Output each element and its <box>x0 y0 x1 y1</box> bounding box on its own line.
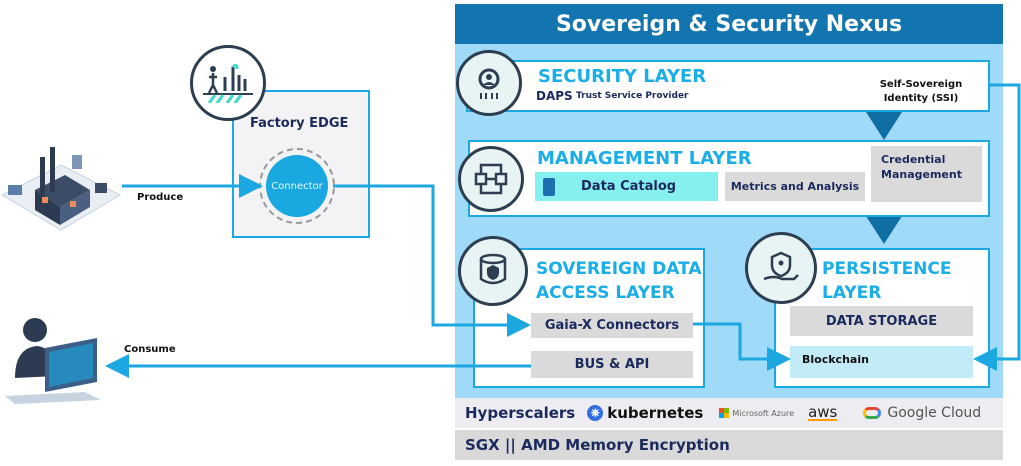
nexus-title: Sovereign & Security Nexus <box>455 4 1003 44</box>
azure-logo-icon <box>719 408 730 418</box>
persistence-title-line1: PERSISTENCE <box>822 259 952 279</box>
produce-label: Produce <box>137 192 184 203</box>
blockchain[interactable]: Blockchain <box>790 346 973 378</box>
data-catalog-label: Data Catalog <box>581 179 677 194</box>
consumer-illustration <box>5 318 101 404</box>
security-layer-title: SECURITY LAYER <box>538 66 707 87</box>
gaia-x-connectors[interactable]: Gaia-X Connectors <box>531 313 693 338</box>
management-icon <box>458 146 524 212</box>
connector-button[interactable]: Connector <box>266 155 328 217</box>
azure-label: Microsoft Azure <box>732 408 795 418</box>
management-layer-title: MANAGEMENT LAYER <box>537 148 752 169</box>
data-access-icon <box>458 236 528 306</box>
arrow-down-icon <box>866 216 902 244</box>
google-cloud-logo-icon <box>863 407 882 419</box>
bus-api[interactable]: BUS & API <box>531 351 693 378</box>
google-cloud-label: Google Cloud <box>887 405 982 421</box>
data-storage[interactable]: DATA STORAGE <box>790 306 973 336</box>
sovereign-title-line1: SOVEREIGN DATA <box>536 259 702 279</box>
arrow-down-icon <box>866 112 902 140</box>
consume-label: Consume <box>124 344 176 355</box>
factory-edge-title: Factory EDGE <box>250 116 349 131</box>
credential-management[interactable]: Credential Management <box>871 146 982 202</box>
tsp-label: Trust Service Provider <box>576 91 689 101</box>
ssi-label: Self-Sovereign Identity (SSI) <box>879 79 963 104</box>
sovereign-title-line2: ACCESS LAYER <box>536 283 675 303</box>
factory-edge-icon <box>190 45 266 121</box>
database-icon <box>543 177 555 196</box>
sgx-strip: SGX || AMD Memory Encryption <box>455 430 1003 460</box>
security-icon <box>456 50 522 116</box>
kubernetes-logo-icon: ⎈ <box>587 405 604 421</box>
smart-factory-illustration <box>0 147 122 231</box>
metrics-analysis[interactable]: Metrics and Analysis <box>725 172 865 201</box>
aws-label: aws <box>808 403 838 421</box>
security-layer <box>466 60 990 112</box>
hyperscalers-strip: Hyperscalers ⎈ kubernetes Microsoft Azur… <box>455 398 1003 428</box>
persistence-icon <box>745 232 817 304</box>
daps-label: DAPS <box>536 89 573 103</box>
hyperscalers-label: Hyperscalers <box>465 404 576 422</box>
kubernetes-label: kubernetes <box>607 404 704 422</box>
persistence-title-line2: LAYER <box>822 283 882 303</box>
data-catalog[interactable]: Data Catalog <box>535 172 718 201</box>
